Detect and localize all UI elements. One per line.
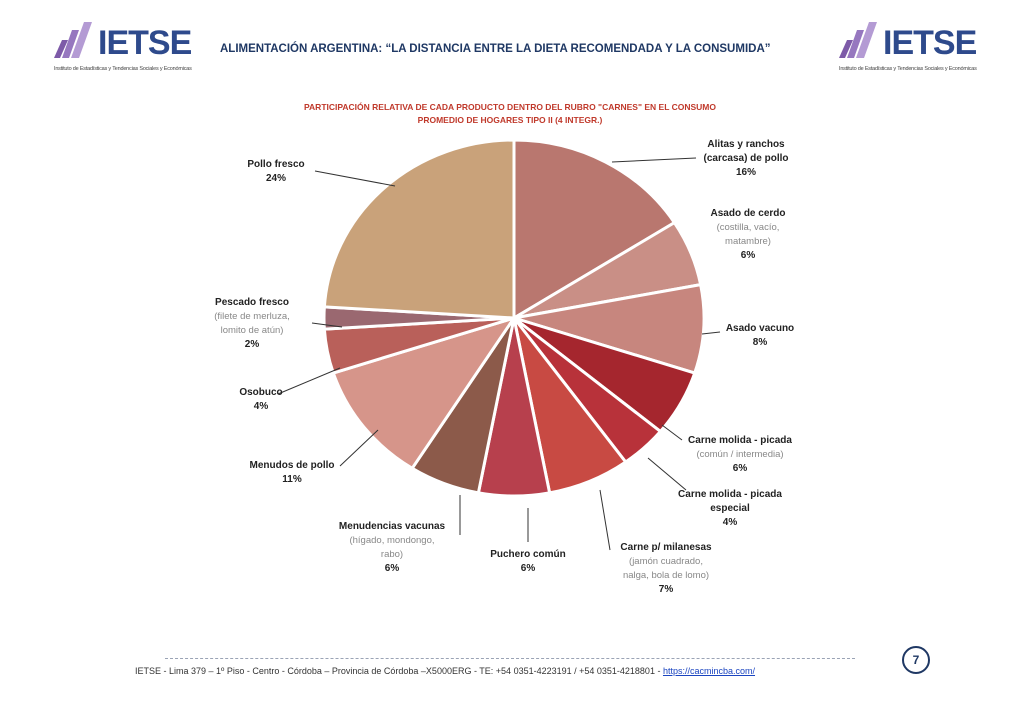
label-pct: 4%: [722, 517, 738, 528]
label-name: Menudencias vacunas: [338, 521, 446, 532]
ietse-mark-icon: [54, 22, 92, 58]
footer-divider: [165, 658, 855, 659]
label-pct: 6%: [740, 250, 756, 261]
page-number: 7: [902, 646, 930, 674]
leader-molida: [661, 424, 683, 441]
footer-address: IETSE - Lima 379 – 1º Piso - Centro - Có…: [135, 666, 661, 676]
pie-slice-asado-vacuno: [513, 282, 706, 375]
chart-title-line2: PROMEDIO DE HOGARES TIPO II (4 INTEGR.): [417, 115, 603, 125]
label-detail: (común / intermedia): [696, 449, 784, 460]
label-name: Alitas y ranchos: [707, 139, 785, 150]
label-pescado: Pescado fresco (filete de merluza, lomit…: [196, 296, 308, 352]
label-name: Carne molida - picada: [678, 489, 782, 500]
logo-tagline: Instituto de Estadísticas y Tendencias S…: [54, 66, 192, 72]
label-menudencias: Menudencias vacunas (hígado, mondongo, r…: [328, 520, 456, 576]
label-pct: 24%: [265, 173, 286, 184]
label-name: Menudos de pollo: [249, 460, 335, 471]
leader-osobuco: [277, 367, 341, 395]
label-name: especial: [710, 503, 750, 514]
pie-slice-menudos-de-pollo: [331, 315, 518, 471]
label-pct: 2%: [244, 339, 260, 350]
logo-text: IETSE: [98, 24, 192, 62]
label-name: Pollo fresco: [247, 159, 305, 170]
label-detail: lomito de atún): [220, 325, 284, 336]
label-carne-molida: Carne molida - picada (común / intermedi…: [672, 434, 808, 476]
label-name: Carne p/ milanesas: [620, 542, 712, 553]
chart-title: PARTICIPACIÓN RELATIVA DE CADA PRODUCTO …: [240, 101, 780, 127]
ietse-logo-left: IETSE Instituto de Estadísticas y Tenden…: [50, 12, 200, 74]
label-name: Osobuco: [239, 387, 283, 398]
label-alitas: Alitas y ranchos (carcasa) de pollo 16%: [690, 138, 802, 180]
leader-milanesas: [599, 489, 611, 551]
footer: IETSE - Lima 379 – 1º Piso - Centro - Có…: [135, 666, 755, 676]
label-detail: (hígado, mondongo,: [349, 535, 435, 546]
label-pct: 6%: [732, 463, 748, 474]
label-name: Asado vacuno: [725, 323, 795, 334]
label-pct: 4%: [253, 401, 269, 412]
pie-slice-alitas-y-ranchos-carcasa-de-pollo: [512, 138, 677, 321]
label-asado-cerdo: Asado de cerdo (costilla, vacío, matambr…: [694, 207, 802, 263]
label-name: (carcasa) de pollo: [703, 153, 789, 164]
label-pollo-fresco: Pollo fresco 24%: [236, 158, 316, 186]
leader-menudos: [339, 429, 379, 467]
label-pct: 6%: [520, 563, 536, 574]
logo-text: IETSE: [883, 24, 977, 62]
label-puchero: Puchero común 6%: [478, 548, 578, 576]
leader-alitas: [611, 157, 697, 163]
label-osobuco: Osobuco 4%: [228, 386, 294, 414]
label-menudos-pollo: Menudos de pollo 11%: [242, 459, 342, 487]
label-pct: 11%: [282, 474, 302, 485]
label-detail: rabo): [380, 549, 404, 560]
label-milanesas: Carne p/ milanesas (jamón cuadrado, nalg…: [606, 541, 726, 597]
label-asado-vacuno: Asado vacuno 8%: [714, 322, 806, 350]
label-pct: 7%: [658, 584, 674, 595]
page-title: ALIMENTACIÓN ARGENTINA: “LA DISTANCIA EN…: [220, 43, 771, 55]
label-pct: 6%: [384, 563, 400, 574]
label-detail: matambre): [725, 236, 771, 247]
label-detail: (costilla, vacío,: [716, 222, 780, 233]
leader-pescado: [311, 322, 343, 328]
label-detail: (filete de merluza,: [214, 311, 290, 322]
leader-vacuno: [701, 331, 721, 335]
label-detail: nalga, bola de lomo): [622, 570, 710, 581]
ietse-logo-right: IETSE Instituto de Estadísticas y Tenden…: [835, 12, 985, 74]
footer-link[interactable]: https://cacmincba.com/: [662, 666, 756, 676]
chart-title-line1: PARTICIPACIÓN RELATIVA DE CADA PRODUCTO …: [304, 102, 716, 112]
label-pct: 8%: [752, 337, 768, 348]
label-name: Asado de cerdo: [710, 208, 786, 219]
label-name: Puchero común: [490, 549, 566, 560]
label-name: Pescado fresco: [215, 297, 289, 308]
label-pct: 16%: [735, 167, 756, 178]
leader-pollo: [314, 170, 396, 187]
label-name: Carne molida - picada: [688, 435, 792, 446]
ietse-mark-icon: [839, 22, 877, 58]
leader-molida-esp: [647, 457, 687, 491]
logo-tagline: Instituto de Estadísticas y Tendencias S…: [839, 66, 977, 72]
label-carne-molida-especial: Carne molida - picada especial 4%: [662, 488, 798, 530]
label-detail: (jamón cuadrado,: [629, 556, 703, 567]
pie-slice-pollo-fresco: [322, 138, 516, 320]
